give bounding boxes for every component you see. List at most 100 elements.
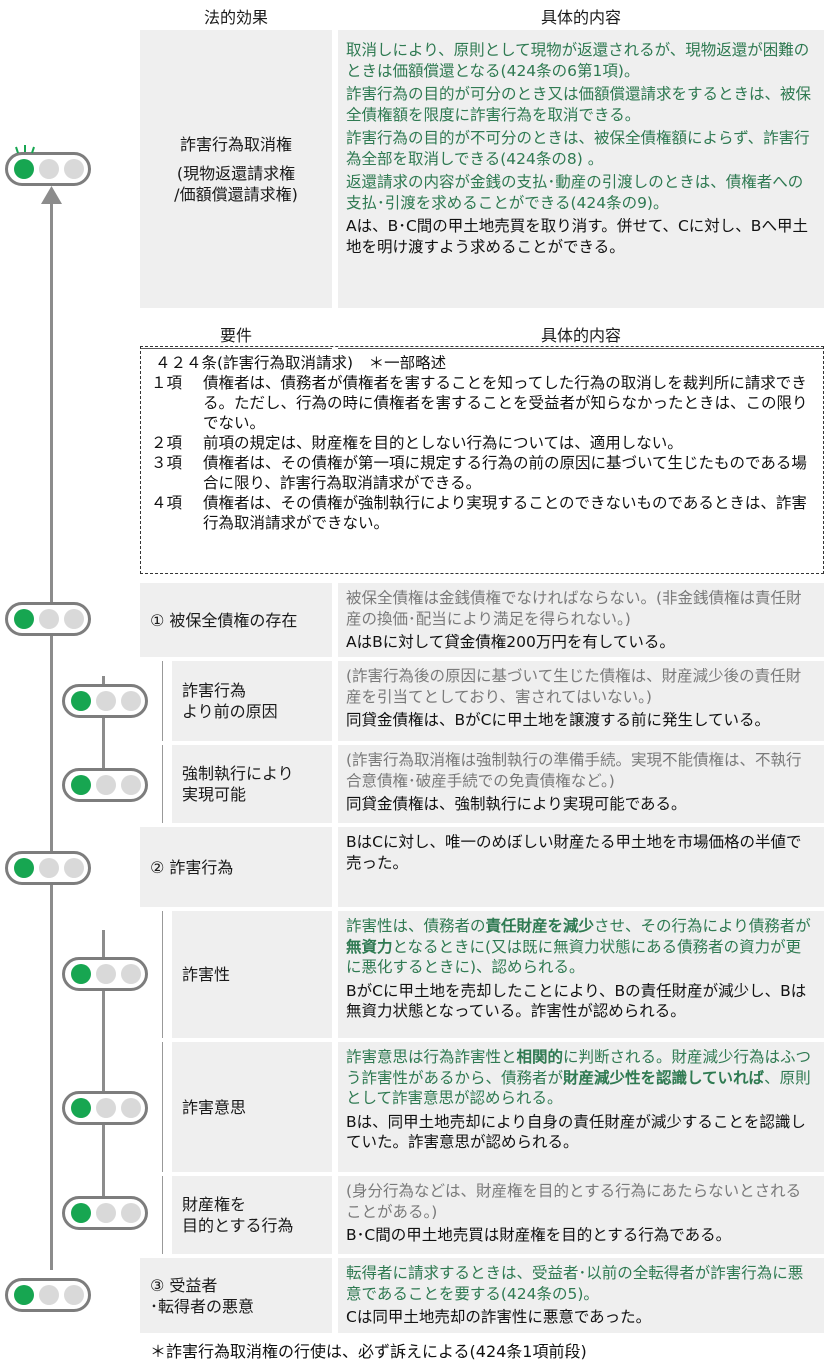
signal-row-6	[62, 1091, 148, 1125]
requirement-label: 詐害性	[172, 911, 332, 1038]
bracket-line	[162, 661, 163, 741]
arrow-up-icon	[41, 186, 62, 204]
label-rescission-right: 詐害行為取消権 (現物返還請求権 /価額償還請求権)	[140, 30, 332, 308]
requirement-label-line: ･転得者の悪意	[150, 1296, 255, 1316]
bracket-line	[162, 911, 163, 1038]
content-paragraph: 詐害意思は行為詐害性と相関的に判断される。財産減少行為はふつう詐害性があるから、…	[346, 1047, 816, 1109]
signal-row-7	[62, 1196, 148, 1230]
requirement-label-line: ① 被保全債権の存在	[150, 610, 298, 630]
content-segment: に判断される。財産減少行為はふつう詐害性があるから、債務者が	[346, 1048, 812, 1087]
content-segment: 無資力	[346, 937, 393, 956]
content-segment: 財産減少性を認識していれば	[563, 1068, 765, 1087]
content-paragraph: 取消しにより、原則として現物が返還されるが、現物返還が困難のときは価額償還となる…	[346, 41, 810, 80]
content-paragraph: 詐害性は、債務者の責任財産を減少させ、その行為により債務者が無資力となるときに(…	[346, 916, 816, 978]
header-legal-effect: 法的効果	[140, 4, 332, 31]
statute-article: ３項 債権者は、その債権が第一項に規定する行為の前の原因に基づいて生じたものである…	[151, 453, 813, 493]
requirement-label-line: ③ 受益者	[150, 1275, 218, 1295]
requirement-label-line: 詐害性	[182, 965, 231, 984]
statute-article: ４項 債権者は、その債権が強制執行により実現することのできないものであるときは、詐…	[151, 493, 813, 533]
label-line: /価額償還請求権)	[174, 184, 298, 204]
bracket-line	[162, 1176, 163, 1254]
content-segment: となるときに(又は既に無資力状態にある債務者の資力が更に悪化するときに)、認めら…	[346, 937, 802, 977]
content-paragraph: 詐害行為の目的が可分のとき又は価額償還請求をするときは、被保全債権額を限度に詐害…	[346, 85, 812, 124]
content-paragraph: BがCに甲土地を売却したことにより、Bの責任財産が減少し、Bは無資力状態となって…	[346, 981, 807, 1021]
signal-row-8	[5, 1278, 91, 1312]
requirement-content: BはCに対し、唯一のめぼしい財産たる甲土地を市場価格の半値で売った。	[338, 827, 824, 907]
requirement-content: (詐害行為取消権は強制執行の準備手続。実現不能債権は、不執行合意債権･破産手続で…	[338, 745, 824, 823]
content-paragraph: 同貸金債権は、BがCに甲土地を譲渡する前に発生している。	[346, 711, 770, 729]
spark-icon	[15, 145, 35, 154]
content-segment: 詐害性は、債務者の	[346, 917, 486, 935]
content-segment: 、原則として詐害意思が認められる。	[346, 1068, 811, 1108]
requirement-label-line: より前の原因	[182, 702, 278, 721]
article-text: 前項の規定は、財産権を目的としない行為については、適用しない。	[203, 434, 683, 452]
requirement-label: ③ 受益者･転得者の悪意	[140, 1258, 332, 1333]
requirement-label-line: 実現可能	[182, 785, 247, 804]
requirement-label-line: ② 詐害行為	[150, 857, 234, 877]
requirement-content: 転得者に請求するときは、受益者･以前の全転得者が詐害行為に悪意であることを要する…	[338, 1258, 824, 1333]
requirement-label: ① 被保全債権の存在	[140, 583, 332, 657]
requirement-label-line: 詐害行為	[182, 681, 247, 700]
sub-line-2	[102, 930, 105, 1205]
sub-line-1	[102, 676, 105, 784]
content-paragraph: 転得者に請求するときは、受益者･以前の全転得者が詐害行為に悪意であることを要する…	[346, 1264, 804, 1303]
statute-article: １項 債権者は、債務者が債権者を害することを知ってした行為の取消しを裁判所に請求で…	[151, 373, 813, 433]
article-text: 債権者は、債務者が債権者を害することを知ってした行為の取消しを裁判所に請求できる…	[203, 374, 808, 432]
label-line: (現物返還請求権	[176, 163, 296, 183]
content-paragraph: (身分行為などは、財産権を目的とする行為にあたらないとされることがある。)	[346, 1182, 802, 1221]
content-paragraph: 詐害行為の目的が不可分のときは、被保全債権額によらず、詐害行為全部を取消しできる…	[346, 129, 810, 168]
bracket-line	[162, 745, 163, 823]
requirement-label-line: 詐害意思	[182, 1097, 247, 1117]
header-content-top: 具体的内容	[338, 4, 824, 31]
content-paragraph: B･C間の甲土地売買は財産権を目的とする行為である。	[346, 1226, 732, 1244]
content-paragraph: Bは、同甲土地売却により自身の責任財産が減少することを認識していた。詐害意思が認…	[346, 1112, 806, 1152]
article-text: 債権者は、その債権が強制執行により実現することのできないものであるときは、詐害行…	[203, 494, 807, 532]
requirement-label: 強制執行により実現可能	[172, 745, 332, 823]
content-paragraph: BはCに対し、唯一のめぼしい財産たる甲土地を市場価格の半値で売った。	[346, 833, 802, 872]
signal-top	[5, 152, 91, 186]
content-segment: 相関的	[516, 1048, 564, 1066]
content-paragraph: AはBに対して貸金債権200万円を有している。	[346, 633, 675, 651]
header-requirements: 要件	[140, 322, 332, 349]
footnote: ＊詐害行為取消権の行使は、必ず訴えによる(424条1項前段)	[150, 1342, 587, 1361]
statute-article: ２項 前項の規定は、財産権を目的としない行為については、適用しない。	[151, 433, 813, 453]
requirement-label-line: 強制執行により	[182, 764, 294, 783]
signal-row-4	[5, 851, 91, 885]
signal-row-2	[62, 684, 148, 718]
signal-row-5	[62, 957, 148, 991]
article-text: 債権者は、その債権が第一項に規定する行為の前の原因に基づいて生じたものである場合…	[203, 454, 807, 492]
article-number: １項	[151, 374, 183, 392]
requirement-content: 詐害意思は行為詐害性と相関的に判断される。財産減少行為はふつう詐害性があるから、…	[338, 1042, 824, 1172]
requirement-label: 財産権を目的とする行為	[172, 1176, 332, 1254]
bracket-line	[162, 1042, 163, 1172]
requirement-content: 詐害性は、債務者の責任財産を減少させ、その行為により債務者が無資力となるときに(…	[338, 911, 824, 1038]
requirement-label: ② 詐害行為	[140, 827, 332, 907]
requirement-content: 被保全債権は金銭債権でなければならない。(非金銭債権は責任財産の換価･配当により…	[338, 583, 824, 657]
article-number: ４項	[151, 494, 183, 512]
header-content-req: 具体的内容	[338, 322, 824, 349]
content-paragraph: 同貸金債権は、強制執行により実現可能である。	[346, 795, 687, 813]
content-paragraph: 被保全債権は金銭債権でなければならない。(非金銭債権は責任財産の換価･配当により…	[346, 589, 802, 628]
requirement-label-line: 財産権を	[182, 1195, 247, 1214]
requirement-content: (身分行為などは、財産権を目的とする行為にあたらないとされることがある。) B･C…	[338, 1176, 824, 1254]
content-paragraph: (詐害行為取消権は強制執行の準備手続。実現不能債権は、不執行合意債権･破産手続で…	[346, 751, 802, 790]
requirement-label: 詐害行為より前の原因	[172, 661, 332, 741]
content-paragraph: Aは、B･C間の甲土地売買を取り消す。併せて、Cに対し、Bへ甲土地を明け渡すよう…	[346, 217, 808, 256]
requirement-content: (詐害行為後の原因に基づいて生じた債権は、財産減少後の責任財産を引当てとしており…	[338, 661, 824, 741]
content-paragraph: (詐害行為後の原因に基づいて生じた債権は、財産減少後の責任財産を引当てとしており…	[346, 667, 802, 706]
article-number: ３項	[151, 454, 183, 472]
content-segment: 詐害意思は行為詐害性と	[346, 1048, 517, 1066]
content-top: 取消しにより、原則として現物が返還されるが、現物返還が困難のときは価額償還となる…	[338, 30, 824, 308]
content-segment: 責任財産を減少	[485, 917, 595, 935]
statute-box: ４２４条(詐害行為取消請求) ＊一部略述 １項 債権者は、債務者が債権者を害するこ…	[140, 346, 824, 574]
content-segment: させ、その行為により債務者が	[594, 917, 811, 935]
requirement-label: 詐害意思	[172, 1042, 332, 1172]
signal-row-1	[5, 602, 91, 636]
content-paragraph: Cは同甲土地売却の詐害性に悪意であった。	[346, 1308, 652, 1326]
signal-row-3	[62, 768, 148, 802]
requirement-label-line: 目的とする行為	[182, 1216, 294, 1235]
label-line: 詐害行為取消権	[179, 134, 292, 154]
article-number: ２項	[151, 434, 183, 452]
flow-line	[50, 198, 53, 1270]
statute-title: ４２４条(詐害行為取消請求) ＊一部略述	[155, 354, 447, 372]
